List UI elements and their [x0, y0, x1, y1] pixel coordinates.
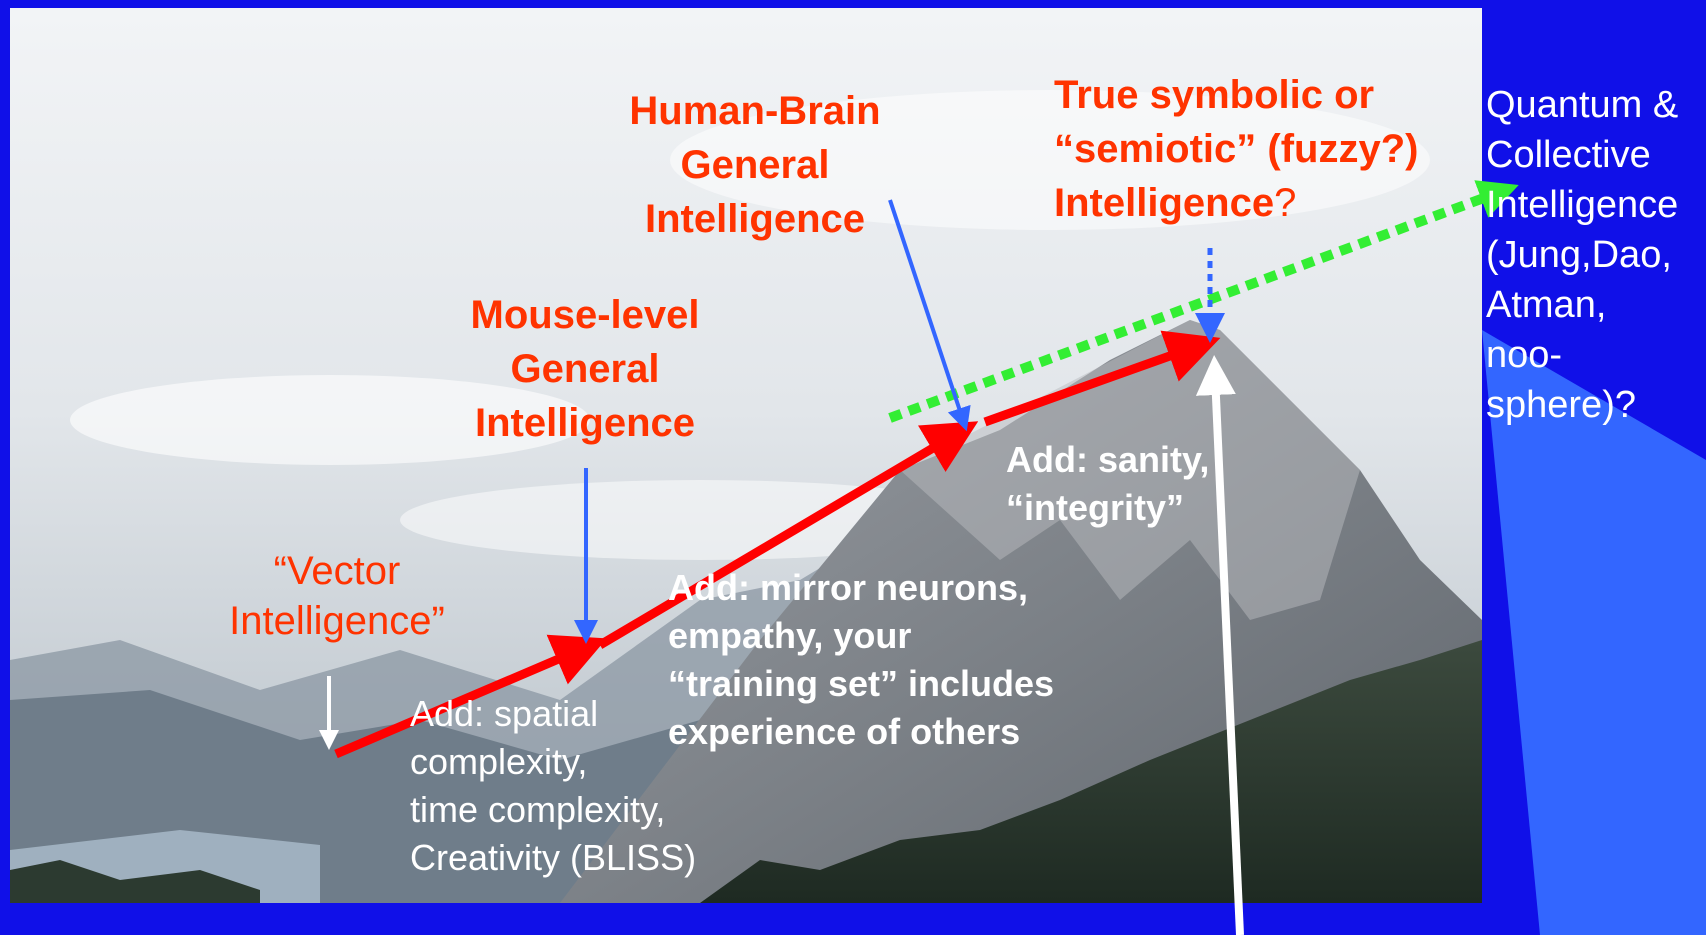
quantum-line-3: Intelligence — [1486, 184, 1679, 226]
add-spatial-line-4: Creativity (BLISS) — [410, 837, 697, 878]
mouse-level-label: Mouse-level General Intelligence — [440, 288, 730, 450]
add-mirror-line-1: Add: mirror neurons, — [668, 567, 1029, 608]
add-mirror-line-3: “training set” includes — [668, 663, 1055, 704]
add-mirror-line-4: experience of others — [668, 711, 1021, 752]
quantum-line-5: Atman, — [1486, 284, 1607, 326]
human-brain-line-1: Human-Brain — [629, 89, 881, 133]
add-spatial-label: Add: spatial complexity, time complexity… — [410, 690, 696, 882]
white-arrow-up — [1195, 355, 1244, 935]
vector-line-2: Intelligence” — [229, 599, 445, 643]
vector-intelligence-label: “Vector Intelligence” — [212, 546, 462, 646]
quantum-line-2: Collective — [1486, 134, 1651, 176]
red-arrow-2 — [597, 421, 979, 649]
add-mirror-label: Add: mirror neurons, empathy, your “trai… — [668, 564, 1054, 756]
add-spatial-line-2: complexity, — [410, 741, 588, 782]
human-brain-line-2: General — [680, 143, 830, 187]
mouse-level-line-3: Intelligence — [474, 401, 696, 445]
red-arrow-1 — [334, 634, 607, 759]
mouse-level-line-2: General — [510, 347, 660, 391]
blue-arrow-human — [888, 199, 971, 432]
quantum-line-1: Quantum & — [1486, 84, 1679, 126]
true-symbolic-intelligence: Intelligence — [1054, 181, 1275, 225]
add-mirror-line-2: empathy, your — [668, 615, 912, 656]
quantum-line-7: sphere)? — [1486, 384, 1636, 426]
add-sanity-line-2: “integrity” — [1006, 487, 1185, 528]
quantum-line-4: (Jung,Dao, — [1486, 234, 1672, 276]
add-sanity-line-1: Add: sanity, — [1006, 439, 1210, 480]
quantum-collective-label: Quantum & Collective Intelligence (Jung,… — [1486, 80, 1678, 430]
true-symbolic-question: ? — [1274, 181, 1297, 225]
red-arrow-3 — [983, 330, 1221, 427]
vector-line-1: “Vector — [273, 549, 401, 593]
true-symbolic-label: True symbolic or “semiotic” (fuzzy?) Int… — [1054, 68, 1418, 230]
true-symbolic-line-2: “semiotic” (fuzzy?) — [1054, 127, 1419, 171]
add-spatial-line-1: Add: spatial — [410, 693, 599, 734]
human-brain-line-3: Intelligence — [644, 197, 866, 241]
quantum-line-6: noo- — [1486, 334, 1563, 376]
green-dotted-arrow — [888, 180, 1519, 423]
true-symbolic-line-3: Intelligence? — [1054, 176, 1418, 230]
add-sanity-label: Add: sanity, “integrity” — [1006, 436, 1209, 532]
mouse-level-line-1: Mouse-level — [470, 293, 700, 337]
true-symbolic-line-1: True symbolic or — [1054, 73, 1375, 117]
add-spatial-line-3: time complexity, — [410, 789, 666, 830]
human-brain-label: Human-Brain General Intelligence — [600, 84, 910, 246]
